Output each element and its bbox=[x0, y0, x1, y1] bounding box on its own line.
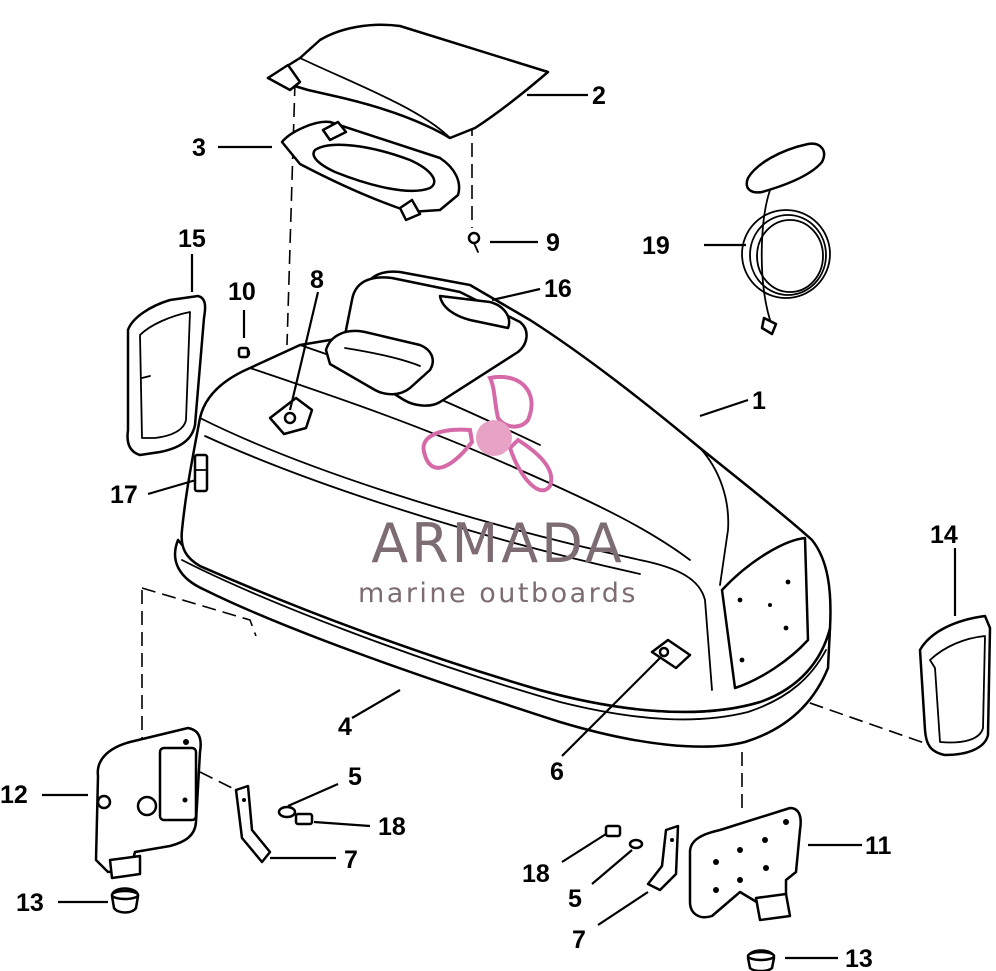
mount-bracket-left bbox=[94, 726, 202, 880]
mount-bracket-right bbox=[688, 806, 802, 922]
callout-2: 2 bbox=[592, 82, 606, 110]
intake-grille bbox=[280, 120, 461, 222]
callout-16: 16 bbox=[544, 275, 572, 303]
clip-left bbox=[234, 784, 272, 864]
watermark-subtitle: marine outboards bbox=[358, 578, 638, 609]
grommet-left bbox=[110, 887, 140, 914]
cowl-shell bbox=[180, 270, 832, 714]
latch-clip bbox=[650, 638, 692, 670]
starter-rope bbox=[741, 142, 831, 336]
callout-11: 11 bbox=[865, 832, 892, 860]
callout-7-left: 7 bbox=[344, 846, 358, 874]
callout-8: 8 bbox=[310, 266, 324, 294]
callout-13-left: 13 bbox=[16, 889, 44, 917]
clip-right bbox=[646, 824, 680, 892]
callout-17: 17 bbox=[110, 481, 138, 509]
watermark-title: ARMADA bbox=[371, 512, 625, 575]
side-seal-left bbox=[126, 294, 207, 457]
side-recess-panel bbox=[720, 536, 810, 690]
callout-5-right: 5 bbox=[568, 885, 582, 913]
logo-hub bbox=[476, 420, 512, 456]
callout-19: 19 bbox=[642, 232, 670, 260]
callout-10: 10 bbox=[228, 278, 256, 306]
grommet-right bbox=[746, 949, 776, 971]
side-seal-right bbox=[918, 614, 992, 757]
vent-opening bbox=[438, 294, 511, 330]
callout-labels: 1 2 3 4 5 5 6 7 7 8 9 10 11 12 13 13 14 … bbox=[0, 82, 958, 971]
callout-18-left: 18 bbox=[378, 813, 406, 841]
callout-14: 14 bbox=[930, 521, 958, 549]
washer-right bbox=[628, 838, 644, 850]
callout-12: 12 bbox=[0, 781, 28, 809]
callout-9: 9 bbox=[546, 229, 560, 257]
alignment-lines bbox=[141, 81, 931, 812]
top-cover bbox=[266, 23, 550, 140]
top-cowl bbox=[173, 270, 832, 748]
callout-4: 4 bbox=[338, 713, 352, 741]
callout-5-left: 5 bbox=[348, 763, 362, 791]
callout-18-right: 18 bbox=[522, 860, 550, 888]
callout-1: 1 bbox=[752, 387, 766, 415]
screw-left bbox=[294, 812, 314, 826]
screw-right bbox=[604, 824, 622, 838]
callout-6: 6 bbox=[550, 758, 564, 786]
screw-10 bbox=[237, 346, 250, 359]
screw-9 bbox=[467, 231, 481, 253]
callout-3: 3 bbox=[192, 134, 206, 162]
callout-7-right: 7 bbox=[572, 926, 586, 954]
callout-13-right: 13 bbox=[845, 945, 873, 971]
washer-left bbox=[277, 805, 297, 819]
callout-15: 15 bbox=[178, 225, 206, 253]
leader-lines bbox=[42, 93, 957, 960]
propeller-logo-icon bbox=[421, 374, 554, 493]
